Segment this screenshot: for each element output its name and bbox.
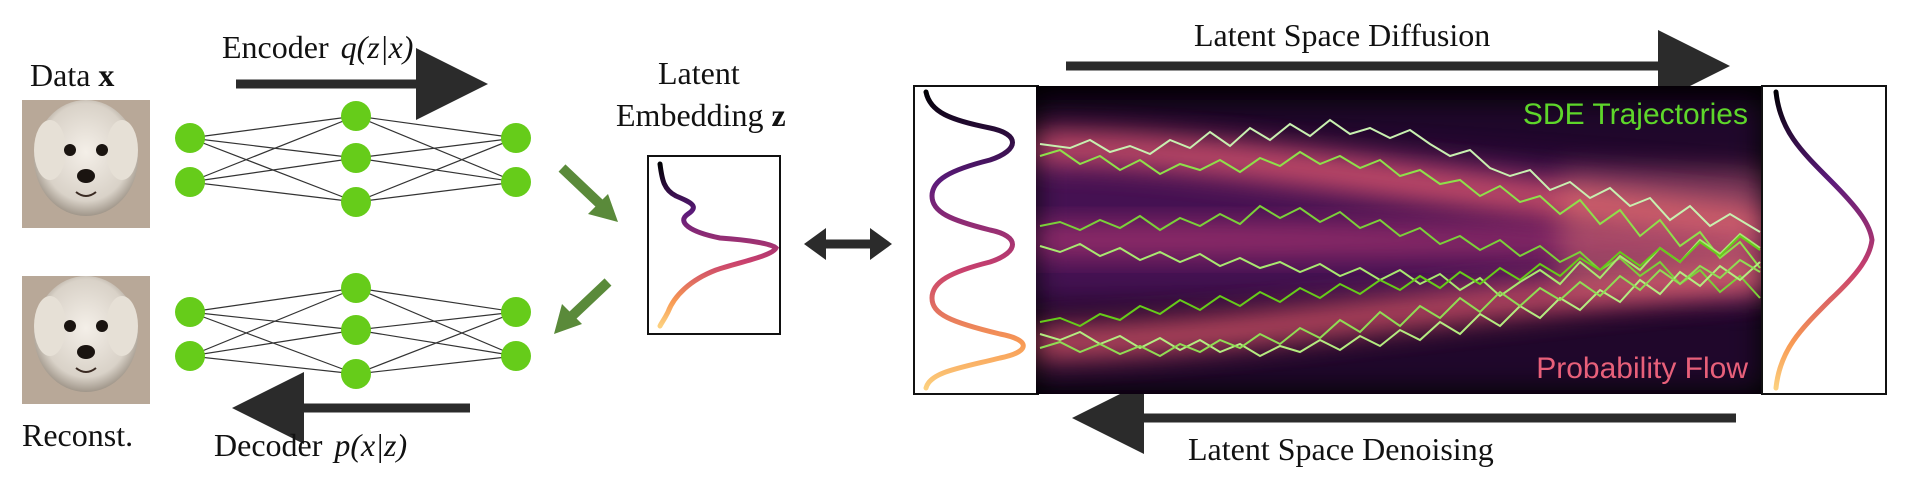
prior-distribution-panel: [1761, 85, 1887, 395]
latent-to-decode-arrow: [554, 278, 612, 334]
latent-space-denoising-label: Latent Space Denoising: [1188, 431, 1494, 467]
latent-label-line1: Latent: [658, 55, 740, 91]
sde-trajectory: [1039, 148, 1761, 269]
diffusion-flow-panel: SDE Trajectories Probability Flow: [1036, 86, 1762, 394]
data-distribution-panel: [913, 85, 1039, 395]
decoder-network: [189, 287, 517, 375]
multimodal-distribution-curve: [923, 89, 1026, 391]
double-arrow-icon: [804, 228, 892, 260]
dog-photo-icon: [34, 276, 138, 392]
latent-distribution-curve: [657, 161, 780, 329]
latent-embedding-panel: [647, 155, 781, 335]
latent-space-diffusion-label: Latent Space Diffusion: [1194, 17, 1490, 53]
sde-trajectory: [1039, 118, 1761, 233]
sde-trajectories-label: SDE Trajectories: [1523, 98, 1748, 131]
encoder-network: [189, 115, 517, 203]
sde-trajectory: [1039, 261, 1761, 358]
sde-trajectory: [1039, 204, 1761, 299]
encoder-nodes: [175, 101, 531, 217]
probability-flow-label: Probability Flow: [1536, 352, 1748, 385]
gaussian-prior-curve: [1773, 89, 1875, 391]
sde-trajectory: [1039, 234, 1761, 328]
sde-trajectory: [1039, 258, 1761, 358]
encode-to-latent-arrow: [558, 164, 618, 222]
input-dog-photo: [22, 100, 150, 228]
reconstructed-dog-photo: [22, 276, 150, 404]
reconst-label: Reconst.: [22, 417, 133, 453]
sde-trajectory: [1039, 232, 1761, 298]
sde-trajectories: [1039, 118, 1761, 358]
dog-photo-icon: [34, 100, 138, 216]
decoder-nodes: [175, 273, 531, 389]
